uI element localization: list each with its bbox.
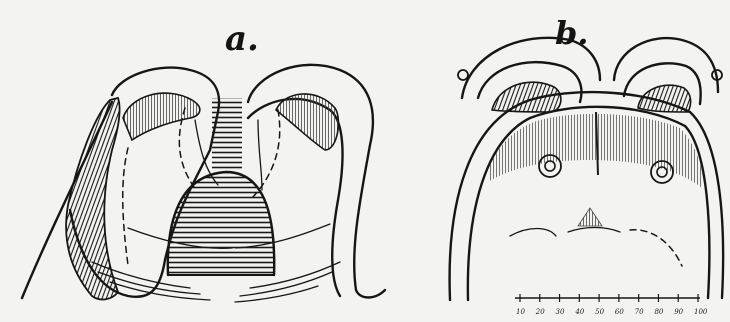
figure-a: a. [22,19,385,302]
right-ridge [276,94,338,150]
right-ear [614,38,722,112]
scale-tick-label: 60 [615,308,624,316]
scale-bar: 10 20 30 40 50 60 70 80 90 100 [515,294,708,316]
mouth-line-left [510,229,556,237]
scale-tick-label: 100 [694,308,708,316]
scale-tick-label: 30 [556,308,565,316]
mouth-line-center [568,228,620,233]
scale-tick-label: 20 [535,308,545,316]
right-inner-line [258,120,262,190]
figure-a-label: a. [225,19,259,59]
left-ridge [123,93,200,140]
left-dashed-inner [179,108,196,190]
scale-tick-label: 70 [635,308,644,316]
mouth-triangle [578,208,602,226]
scale-tick-label: 50 [595,308,604,316]
scale-tick-label: 10 [516,308,525,316]
central-neck [212,98,242,170]
figure-b: b. [450,14,724,300]
scale-tick-label: 90 [674,308,683,316]
scale-tick-label: 80 [654,308,663,316]
scale-tick-label: 40 [574,308,584,316]
mouth-line-right [630,230,682,266]
left-ear-hatch [492,82,561,112]
left-dashed-outline [123,148,128,265]
